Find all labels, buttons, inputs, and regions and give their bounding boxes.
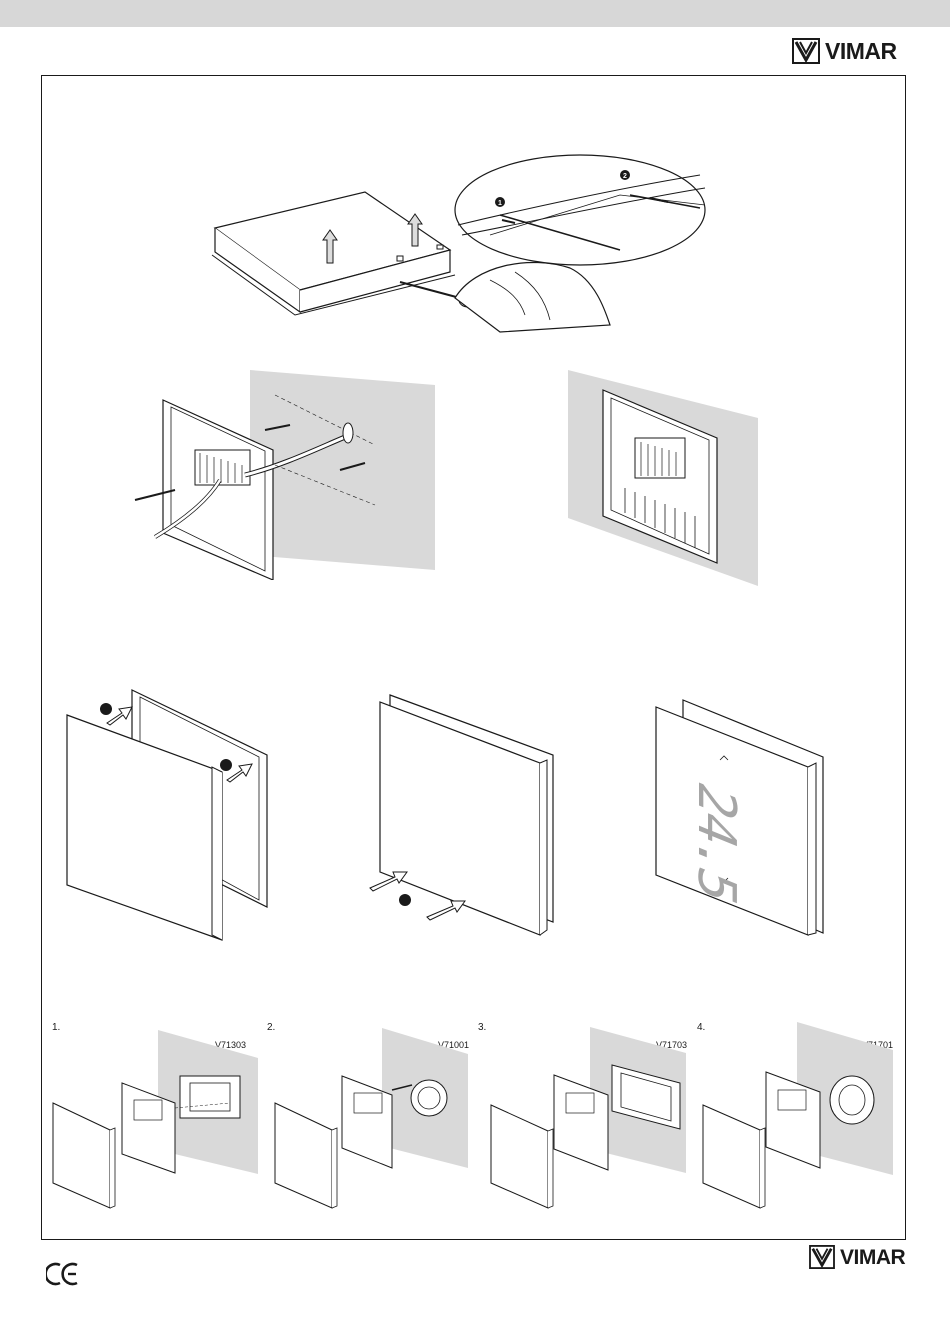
option-3-number: 3. [478,1022,486,1033]
mounting-option-4-illustration [700,1020,898,1210]
cover-removal-illustration: 1 2 [200,140,730,340]
removal-marker-1: 1 [498,200,502,207]
top-gray-bar [0,0,950,27]
mounting-option-1-illustration [50,1028,260,1210]
vimar-logo-icon [792,38,820,64]
attach-front-illustration [62,685,277,945]
push-front-illustration [365,690,560,940]
wall-plate-wiring-illustration [125,365,440,580]
ce-mark-icon [46,1262,80,1286]
vimar-logo-icon [809,1245,835,1269]
temperature-value: 24.5 [690,775,742,909]
brand-name-bottom: VIMAR [840,1247,905,1268]
mounting-option-3-illustration [488,1025,688,1210]
vimar-logo-bottom: VIMAR [809,1245,905,1269]
vimar-logo-top: VIMAR [792,38,897,64]
brand-name: VIMAR [825,40,897,63]
mounting-option-2-illustration [272,1028,472,1210]
removal-marker-2: 2 [623,173,627,180]
wall-plate-mounted-illustration [565,368,760,588]
